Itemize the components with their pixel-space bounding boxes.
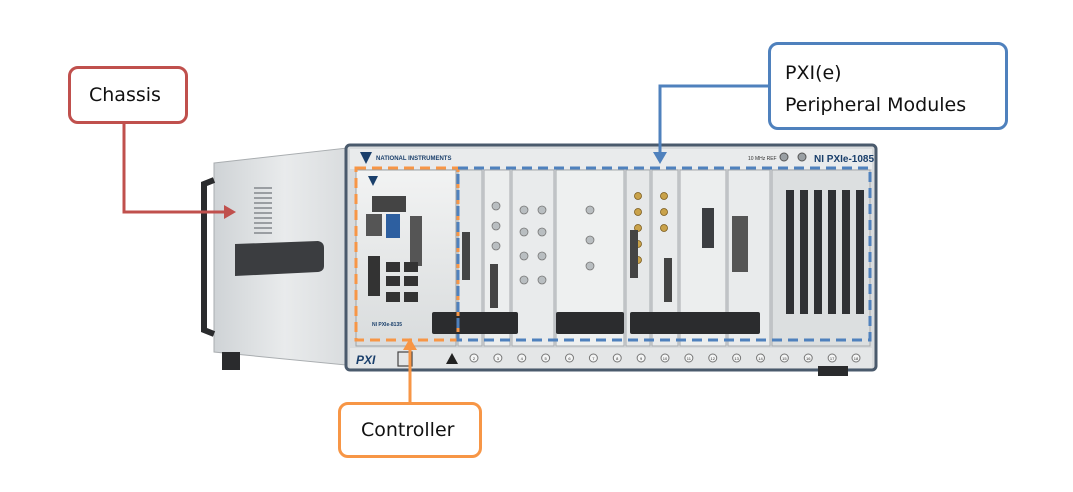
slot-marker: [827, 353, 837, 363]
controller-highlight: [354, 166, 460, 342]
slot-number: 8: [616, 356, 619, 361]
peripheral-modules: [432, 169, 871, 347]
usb-port-1: [386, 262, 400, 272]
slot-number: 12: [711, 356, 716, 361]
ref-out-connector: [797, 152, 807, 162]
slot-number: 16: [806, 356, 811, 361]
usb-port-2: [404, 262, 418, 272]
model-label: NI PXIe-1085: [814, 154, 874, 165]
controller-module: NI PXIe-8135: [355, 169, 457, 347]
slot-marker: [541, 353, 551, 363]
power-button: [397, 351, 413, 367]
usb-port-6: [404, 292, 418, 302]
slot-number: 5: [545, 356, 548, 361]
slot-marker: [708, 353, 718, 363]
chassis-arrow-line: [122, 124, 230, 214]
slot-marker: [684, 353, 694, 363]
slot-number: 7: [592, 356, 595, 361]
foot-left: [222, 352, 240, 370]
controller-ni-logo-icon: [368, 176, 378, 186]
ethernet-ports: [372, 196, 406, 212]
slot-marker: [612, 353, 622, 363]
slot-marker: [779, 353, 789, 363]
slot-marker: [469, 353, 479, 363]
carry-handle: [235, 241, 324, 276]
slot-marker: [803, 353, 813, 363]
serial-port: [410, 216, 422, 266]
peripheral-label-line2: Peripheral Modules: [785, 94, 967, 116]
peripheral-arrow-line: [658, 84, 768, 154]
pxi-logo: PXI: [356, 353, 376, 367]
slot-number: 4: [521, 356, 524, 361]
display-port: [366, 214, 382, 236]
slot-marker: [493, 353, 503, 363]
peripheral-modules-callout: PXI(e) Peripheral Modules: [768, 42, 1008, 130]
peripheral-label-line1: PXI(e): [785, 62, 842, 84]
slot-number: 2: [473, 356, 476, 361]
chassis-side-panel: [201, 146, 357, 370]
slot-number: 10: [663, 356, 668, 361]
chassis-label: Chassis: [89, 84, 161, 106]
slot-marker: [517, 353, 527, 363]
slot-marker: [565, 353, 574, 363]
slot-number: 11: [687, 356, 692, 361]
slot-marker: [851, 353, 861, 363]
slot-number: 14: [758, 356, 763, 361]
side-handle: [201, 177, 216, 337]
slot-marker: [732, 353, 742, 363]
brand-label: NATIONAL INSTRUMENTS: [376, 156, 451, 162]
slot-markers: 2 3 4 5 6 7 8 9 10 11 12 13 14 15 16 17 18: [469, 353, 861, 363]
slot-number: 15: [782, 356, 787, 361]
controller-model-label: NI PXIe-8135: [372, 322, 402, 328]
foot-right: [818, 366, 848, 376]
chassis-arrowhead: [224, 205, 236, 219]
controller-label: Controller: [361, 419, 455, 441]
module-slot-4: [511, 169, 555, 347]
peripheral-arrowhead: [653, 152, 667, 164]
empty-slot-connectors: [786, 190, 864, 314]
controller-arrowhead: [403, 338, 417, 350]
slot-marker: [756, 353, 765, 363]
slot-number: 17: [830, 356, 835, 361]
ni-logo-icon: [360, 152, 372, 164]
usb-port-5: [386, 292, 400, 302]
slot-number: 3: [497, 356, 500, 361]
slot-marker: [588, 353, 598, 363]
gpib-port: [368, 256, 380, 296]
side-vents: [254, 187, 272, 234]
slot-marker: [636, 353, 646, 363]
controller-callout: Controller: [338, 402, 482, 458]
peripheral-highlight: [456, 166, 872, 342]
ref-in-connector: [779, 152, 789, 162]
ref-label: 10 MHz REF: [748, 156, 777, 162]
warning-icon: [446, 353, 458, 364]
slot-number: 9: [640, 356, 643, 361]
slot-marker: [660, 353, 670, 363]
slot-number: 18: [854, 356, 859, 361]
usb-port-3: [386, 276, 400, 286]
usb-port-4: [404, 276, 418, 286]
chassis-callout: Chassis: [68, 66, 188, 124]
slot-number: 13: [734, 356, 739, 361]
slot-number: 6: [568, 356, 571, 361]
usb3-ports: [386, 214, 400, 238]
